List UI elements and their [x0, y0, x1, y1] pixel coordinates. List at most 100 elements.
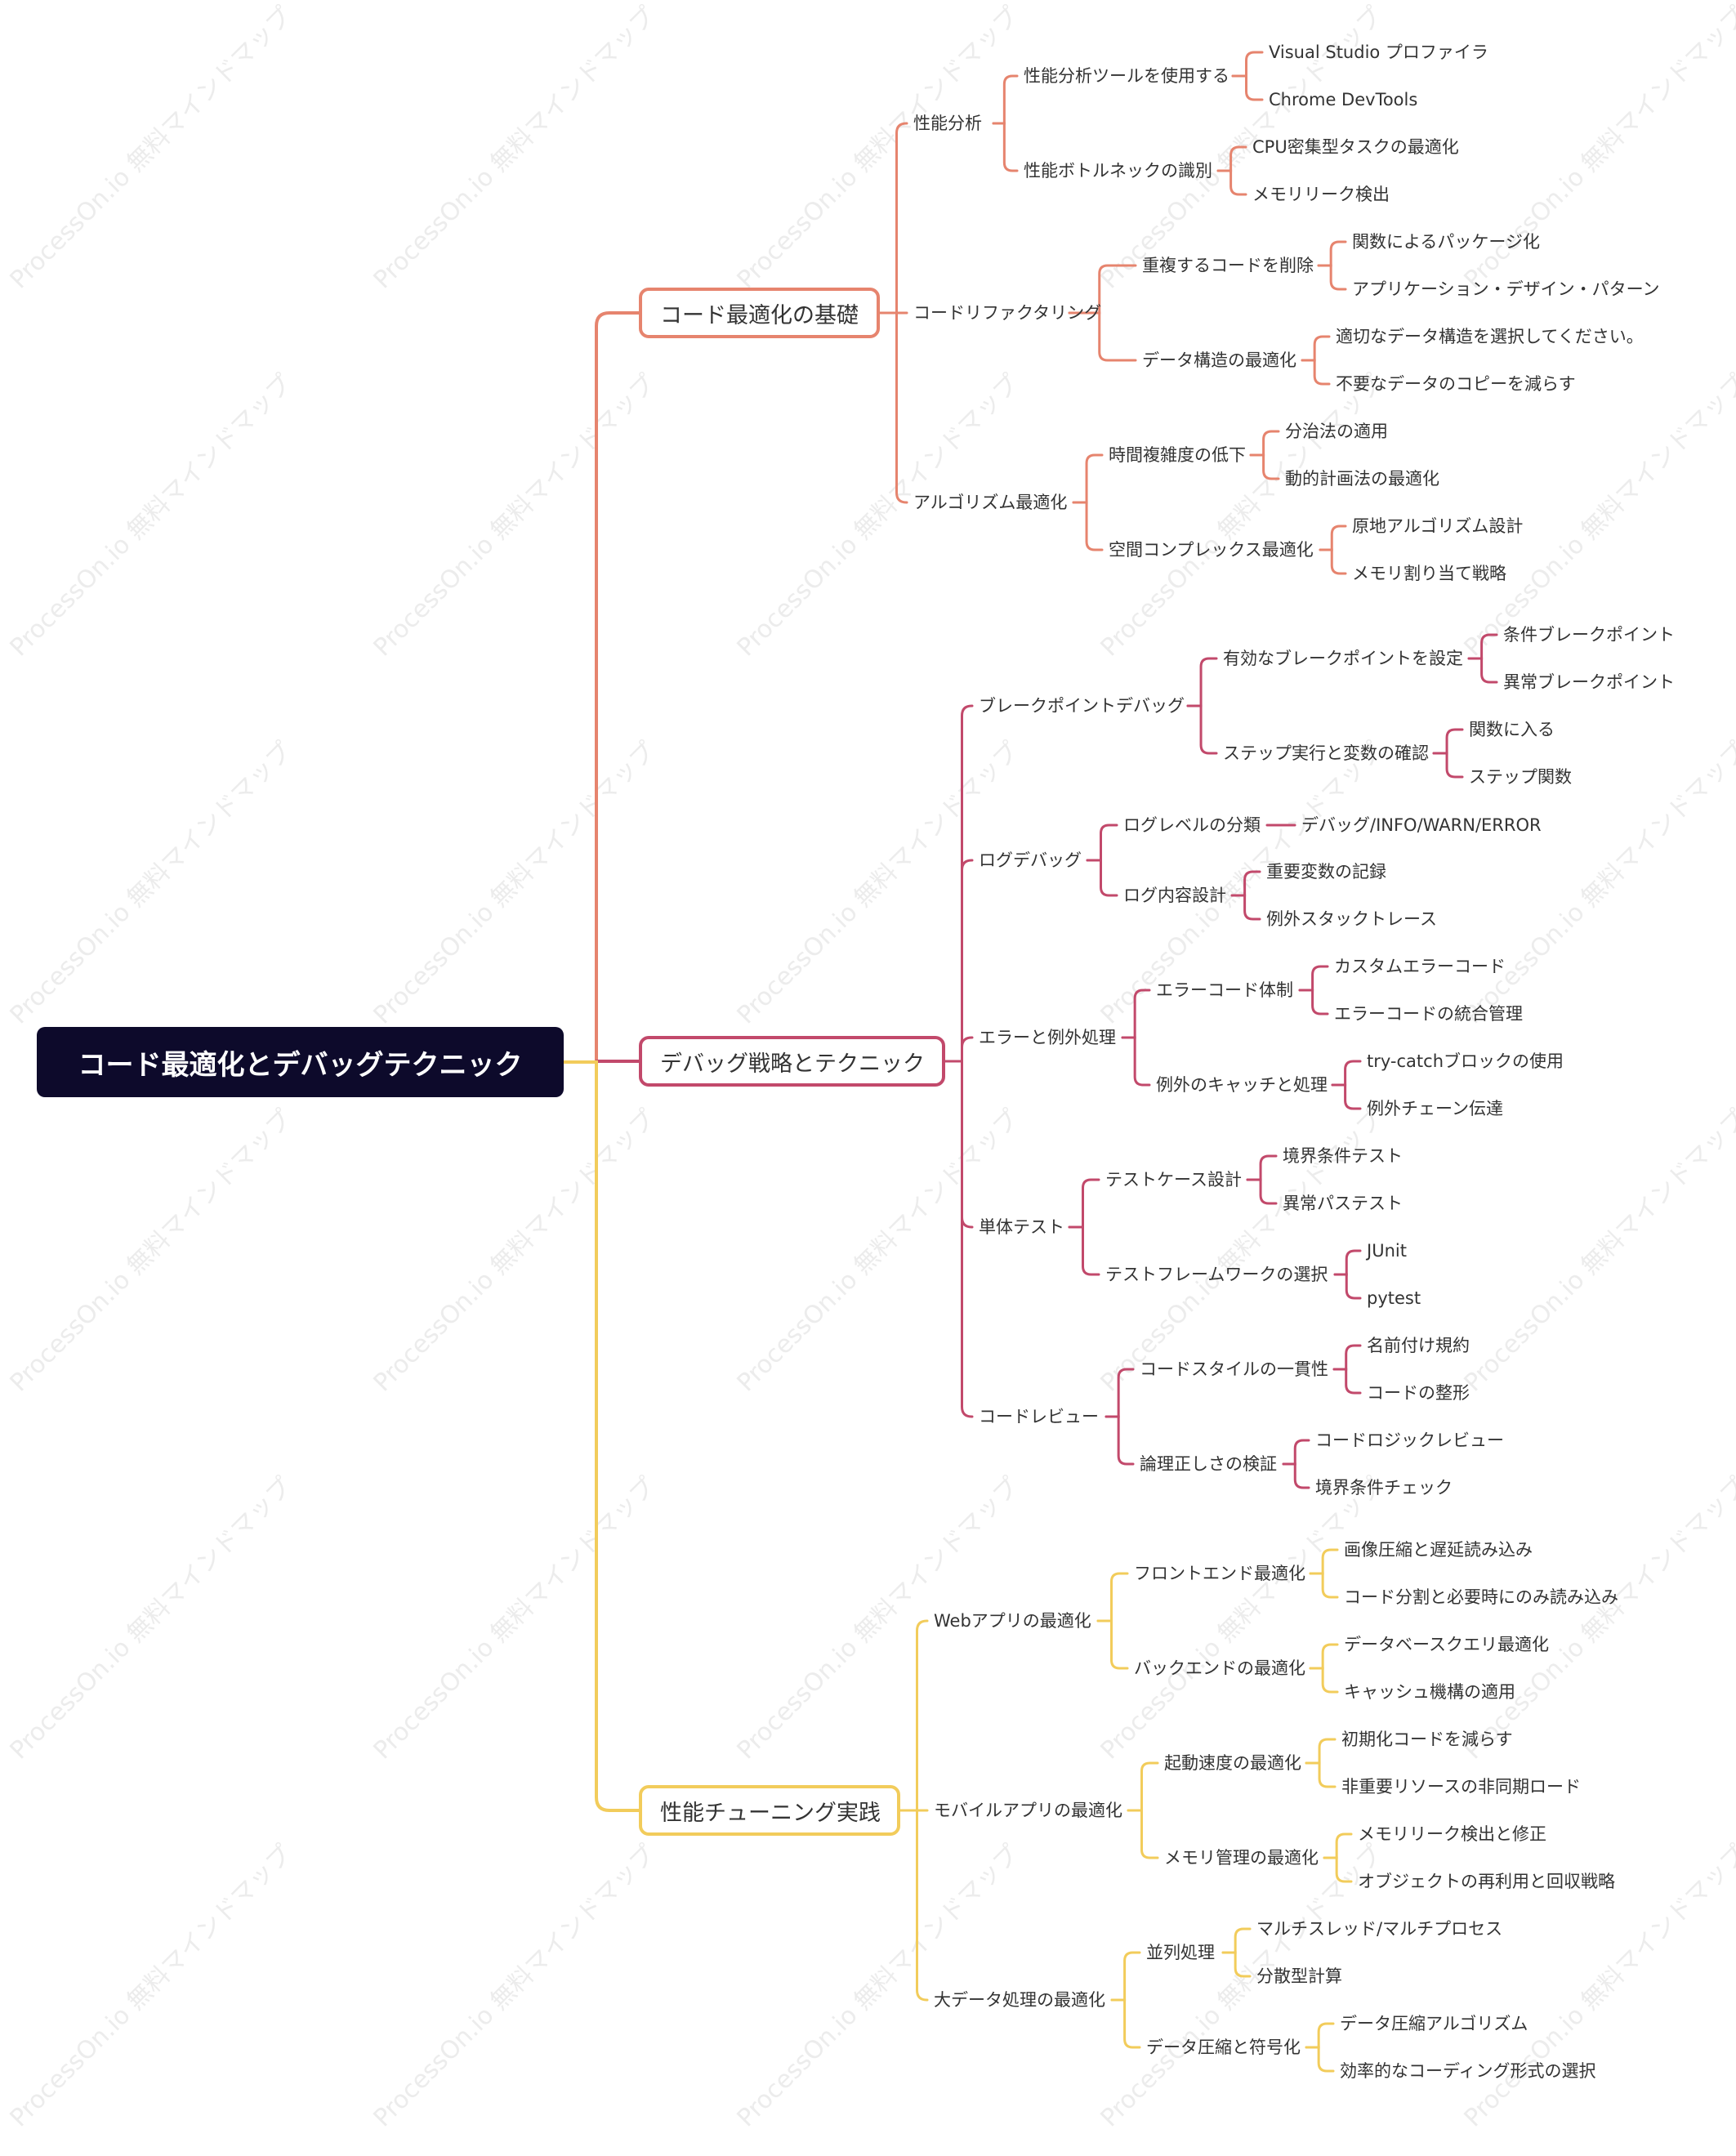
node-l3-b1-1-1-1[interactable]: 例外スタックトレース	[1266, 909, 1437, 929]
node-l3-b2-2-1-0[interactable]: データ圧縮アルゴリズム	[1340, 2014, 1528, 2033]
node-l2-b0-1-1[interactable]: データ構造の最適化	[1142, 350, 1296, 370]
node-l3-b2-1-1-1[interactable]: オブジェクトの再利用と回収戦略	[1358, 1872, 1615, 1891]
node-l2-b1-3-1[interactable]: テストフレームワークの選択	[1105, 1265, 1328, 1284]
node-l3-b0-2-1-1[interactable]: メモリ割り当て戦略	[1352, 564, 1506, 583]
node-l3-b0-0-0-1[interactable]: Chrome DevTools	[1269, 90, 1418, 109]
node-l3-b0-2-0-1[interactable]: 動的計画法の最適化	[1285, 469, 1439, 489]
connector-b2-l3-2-0-1	[1221, 1951, 1252, 1978]
root-node[interactable]: コード最適化とデバッグテクニック	[37, 1027, 564, 1097]
node-l1-b2-1[interactable]: モバイルアプリの最適化	[934, 1801, 1122, 1820]
node-l3-b2-2-1-1[interactable]: 効率的なコーディング形式の選択	[1340, 2061, 1596, 2081]
node-l2-b0-2-0[interactable]: 時間複雑度の低下	[1109, 445, 1246, 465]
main-branch-code-optimization-basics[interactable]: コード最適化の基礎	[639, 288, 880, 338]
node-l1-b0-0[interactable]: 性能分析	[913, 114, 982, 133]
node-l3-b0-2-1-0[interactable]: 原地アルゴリズム設計	[1352, 516, 1524, 536]
node-l3-b1-3-1-1[interactable]: pytest	[1367, 1288, 1421, 1308]
node-l3-b2-2-0-0[interactable]: マルチスレッド/マルチプロセス	[1256, 1919, 1503, 1939]
node-l2-b1-2-0[interactable]: エラーコード体制	[1156, 980, 1293, 1000]
node-l3-b1-4-0-1[interactable]: コードの整形	[1367, 1383, 1470, 1403]
connector-b2-l2-0-0	[1096, 1572, 1129, 1623]
connector-b2-l2-2-1	[1110, 1998, 1141, 2049]
connector-b0-l2-2-0	[1072, 453, 1104, 504]
main-branch-performance-tuning[interactable]: 性能チューニング実践	[639, 1785, 900, 1836]
node-l1-b1-1[interactable]: ログデバッグ	[979, 850, 1082, 870]
node-l3-b1-0-0-1[interactable]: 異常ブレークポイント	[1503, 672, 1675, 692]
node-l2-b1-0-0[interactable]: 有効なブレークポイントを設定	[1223, 649, 1463, 668]
node-l3-b2-0-1-1[interactable]: キャッシュ機構の適用	[1344, 1682, 1515, 1702]
connector-b1-l1-0	[944, 704, 974, 1063]
node-l2-b2-1-0[interactable]: 起動速度の最適化	[1164, 1753, 1301, 1773]
node-l2-b0-2-1[interactable]: 空間コンプレックス最適化	[1109, 540, 1314, 560]
node-l2-b2-0-0[interactable]: フロントエンド最適化	[1134, 1564, 1305, 1583]
node-l2-b1-1-1[interactable]: ログ内容設計	[1123, 886, 1226, 905]
node-l3-b1-0-1-1[interactable]: ステップ関数	[1469, 767, 1572, 787]
connector-b1-l3-2-1-1	[1331, 1083, 1362, 1110]
node-l3-b2-1-0-0[interactable]: 初期化コードを減らす	[1341, 1730, 1513, 1749]
connector-b1-l2-0-0	[1186, 657, 1218, 708]
connector-b1-l1-3	[944, 1060, 974, 1229]
node-l3-b1-0-1-0[interactable]: 関数に入る	[1469, 720, 1555, 739]
node-l3-b0-1-1-1[interactable]: 不要なデータのコピーを減らす	[1336, 374, 1576, 394]
node-l3-b2-2-0-1[interactable]: 分散型計算	[1256, 1966, 1342, 1986]
node-l2-b1-2-1[interactable]: 例外のキャッチと処理	[1156, 1075, 1328, 1095]
node-l1-b1-4[interactable]: コードレビュー	[979, 1407, 1099, 1426]
node-l2-b2-1-1[interactable]: メモリ管理の最適化	[1164, 1848, 1319, 1868]
node-l3-b1-0-0-0[interactable]: 条件ブレークポイント	[1503, 625, 1675, 645]
node-l3-b1-3-0-1[interactable]: 異常パステスト	[1283, 1194, 1403, 1213]
node-l3-b1-1-0-0[interactable]: デバッグ/INFO/WARN/ERROR	[1301, 815, 1542, 835]
node-l3-b2-0-1-0[interactable]: データベースクエリ最適化	[1344, 1635, 1549, 1654]
node-l3-b0-1-0-0[interactable]: 関数によるパッケージ化	[1352, 232, 1540, 252]
node-l3-b0-0-1-0[interactable]: CPU密集型タスクの最適化	[1252, 137, 1459, 157]
node-l3-b0-0-1-1[interactable]: メモリリーク検出	[1252, 185, 1390, 204]
node-l1-b0-1[interactable]: コードリファクタリング	[913, 303, 1102, 323]
main-branch-debug-strategy[interactable]: デバッグ戦略とテクニック	[639, 1036, 945, 1087]
node-l3-b1-2-0-1[interactable]: エラーコードの統合管理	[1334, 1004, 1523, 1024]
node-l2-b2-0-1[interactable]: バックエンドの最適化	[1134, 1658, 1305, 1678]
node-l3-b1-3-0-0[interactable]: 境界条件テスト	[1283, 1146, 1403, 1166]
connector-b0-l2-1-1	[1068, 311, 1137, 362]
node-l1-b1-2[interactable]: エラーと例外処理	[979, 1028, 1116, 1047]
connector-b2-l3-2-1-1	[1305, 2046, 1335, 2073]
node-l1-b1-3[interactable]: 単体テスト	[979, 1217, 1064, 1237]
connector-b0-l1-2	[878, 311, 908, 504]
node-l3-b1-1-1-0[interactable]: 重要変数の記録	[1266, 862, 1386, 882]
node-l3-b1-4-1-1[interactable]: 境界条件チェック	[1315, 1478, 1453, 1498]
connector-b1-l2-2-0	[1121, 989, 1151, 1039]
node-l2-b1-4-1[interactable]: 論理正しさの検証	[1140, 1454, 1277, 1474]
node-l3-b1-4-0-0[interactable]: 名前付け規約	[1367, 1336, 1470, 1355]
node-l3-b2-0-0-0[interactable]: 画像圧縮と遅延読み込み	[1344, 1540, 1533, 1560]
node-l3-b1-2-0-0[interactable]: カスタムエラーコード	[1334, 957, 1506, 976]
connector-b0-l3-0-0-0	[1231, 51, 1264, 78]
connector-b2-l3-1-1-0	[1323, 1832, 1353, 1859]
node-l1-b0-2[interactable]: アルゴリズム最適化	[913, 493, 1068, 512]
node-l3-b0-1-1-0[interactable]: 適切なデータ構造を選択してください。	[1336, 327, 1644, 346]
node-l3-b2-0-0-1[interactable]: コード分割と必要時にのみ読み込み	[1344, 1587, 1618, 1607]
node-l2-b0-0-0[interactable]: 性能分析ツールを使用する	[1024, 66, 1229, 86]
node-l3-b1-2-1-1[interactable]: 例外チェーン伝達	[1367, 1099, 1503, 1118]
connector-b0-l3-0-1-0	[1216, 145, 1247, 172]
connector-b1-l3-3-0-1	[1246, 1178, 1278, 1205]
node-l3-b1-4-1-0[interactable]: コードロジックレビュー	[1315, 1431, 1504, 1450]
node-l2-b1-1-0[interactable]: ログレベルの分類	[1123, 815, 1261, 835]
connector-b1-l3-3-1-1	[1333, 1273, 1362, 1300]
node-l2-b0-1-0[interactable]: 重複するコードを削除	[1142, 256, 1314, 275]
node-l3-b0-1-0-1[interactable]: アプリケーション・デザイン・パターン	[1352, 279, 1660, 299]
node-l1-b2-0[interactable]: Webアプリの最適化	[934, 1611, 1091, 1631]
node-l3-b0-0-0-0[interactable]: Visual Studio プロファイラ	[1269, 42, 1488, 62]
connector-b1-l3-3-0-0	[1246, 1154, 1278, 1181]
connector-b0-l3-1-0-1	[1317, 264, 1347, 291]
node-l1-b1-0[interactable]: ブレークポイントデバッグ	[979, 696, 1185, 716]
node-l3-b2-1-1-0[interactable]: メモリリーク検出と修正	[1358, 1824, 1546, 1844]
connector-b0-l3-2-0-0	[1249, 430, 1280, 457]
node-l3-b1-3-1-0[interactable]: JUnit	[1367, 1241, 1407, 1261]
node-l3-b1-2-1-0[interactable]: try-catchブロックの使用	[1367, 1051, 1564, 1071]
node-l3-b2-1-0-1[interactable]: 非重要リソースの非同期ロード	[1341, 1777, 1581, 1797]
node-l2-b0-0-1[interactable]: 性能ボトルネックの識別	[1024, 161, 1212, 181]
node-l2-b2-2-1[interactable]: データ圧縮と符号化	[1146, 2038, 1301, 2057]
node-l3-b0-2-0-0[interactable]: 分治法の適用	[1285, 422, 1388, 441]
node-l2-b2-2-0[interactable]: 並列処理	[1146, 1943, 1215, 1962]
node-l1-b2-2[interactable]: 大データ処理の最適化	[934, 1990, 1105, 2010]
node-l2-b1-4-0[interactable]: コードスタイルの一貫性	[1140, 1359, 1328, 1379]
node-l2-b1-3-0[interactable]: テストケース設計	[1105, 1170, 1242, 1190]
node-l2-b1-0-1[interactable]: ステップ実行と変数の確認	[1223, 743, 1429, 763]
